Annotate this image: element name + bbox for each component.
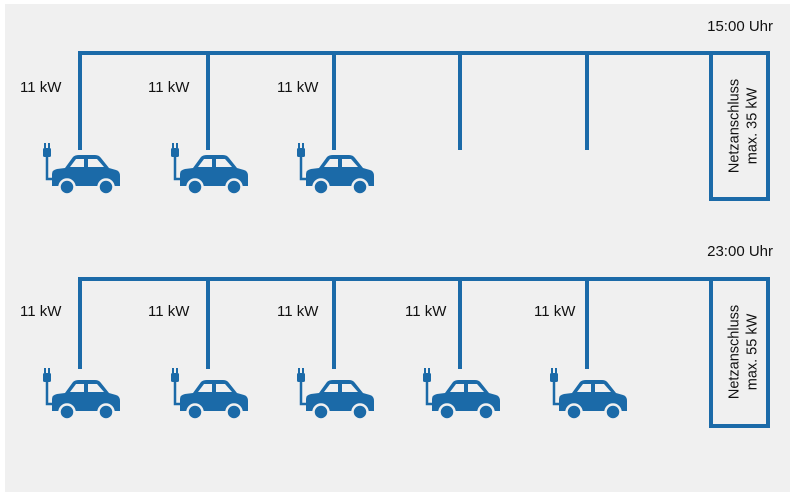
plug-icon — [423, 373, 431, 382]
plug-icon — [297, 373, 305, 382]
grid-connection-box — [709, 277, 770, 428]
car-wheel — [312, 403, 330, 421]
charger-power-label: 11 kW — [277, 79, 319, 96]
car-body — [52, 155, 120, 186]
car-window — [324, 384, 338, 392]
grid-label: Netzanschluss — [727, 305, 743, 399]
car-wheel — [97, 403, 115, 421]
car-icon — [297, 368, 374, 421]
car-wheel — [186, 178, 204, 196]
car-body — [52, 380, 120, 411]
car-window — [450, 384, 464, 392]
charger-power-label: 11 kW — [20, 79, 62, 96]
car-window — [88, 159, 104, 167]
car-wheel — [351, 403, 369, 421]
charger-power-label: 11 kW — [405, 303, 447, 320]
car-icon — [297, 143, 374, 196]
car-window — [342, 384, 358, 392]
time-label: 23:00 Uhr — [707, 243, 773, 260]
plug-icon — [171, 148, 179, 157]
car-wheel — [186, 403, 204, 421]
car-window — [88, 384, 104, 392]
car-body — [180, 380, 248, 411]
car-body — [432, 380, 500, 411]
charger-power-label: 11 kW — [534, 303, 576, 320]
grid-capacity: max. 35 kW — [745, 87, 761, 164]
grid-connection-box — [709, 51, 770, 201]
car-wheel — [565, 403, 583, 421]
car-wheel — [97, 178, 115, 196]
plug-icon — [43, 148, 51, 157]
car-window — [577, 384, 591, 392]
car-wheel — [225, 403, 243, 421]
car-icon — [171, 368, 248, 421]
car-icon — [43, 368, 120, 421]
plug-icon — [297, 148, 305, 157]
car-window — [342, 159, 358, 167]
plug-icon — [43, 373, 51, 382]
car-wheel — [58, 178, 76, 196]
car-wheel — [225, 178, 243, 196]
plug-icon — [171, 373, 179, 382]
car-window — [324, 159, 338, 167]
car-wheel — [438, 403, 456, 421]
car-window — [216, 384, 232, 392]
car-wheel — [58, 403, 76, 421]
car-wheel — [604, 403, 622, 421]
car-window — [216, 159, 232, 167]
car-body — [180, 155, 248, 186]
car-window — [198, 384, 212, 392]
car-wheel — [477, 403, 495, 421]
car-icon — [423, 368, 500, 421]
car-body — [306, 380, 374, 411]
car-window — [595, 384, 611, 392]
grid-capacity: max. 55 kW — [745, 313, 761, 390]
charger-power-label: 11 kW — [148, 303, 190, 320]
car-window — [198, 159, 212, 167]
car-window — [70, 159, 84, 167]
charger-power-label: 11 kW — [148, 79, 190, 96]
car-wheel — [312, 178, 330, 196]
car-icon — [171, 143, 248, 196]
time-label: 15:00 Uhr — [707, 18, 773, 35]
car-icon — [43, 143, 120, 196]
car-window — [468, 384, 484, 392]
car-body — [559, 380, 627, 411]
car-wheel — [351, 178, 369, 196]
charger-power-label: 11 kW — [277, 303, 319, 320]
plug-icon — [550, 373, 558, 382]
car-icon — [550, 368, 627, 421]
charger-power-label: 11 kW — [20, 303, 62, 320]
car-window — [70, 384, 84, 392]
grid-label: Netzanschluss — [727, 79, 743, 173]
car-body — [306, 155, 374, 186]
